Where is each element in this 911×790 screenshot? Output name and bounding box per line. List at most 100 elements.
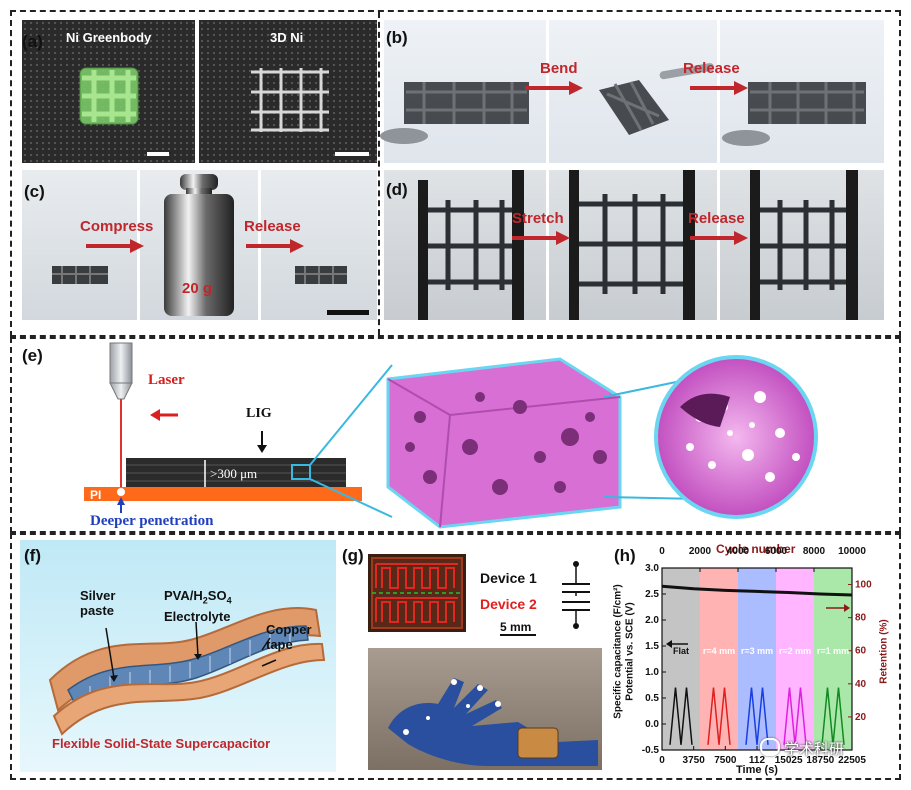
chart-segment-bg — [776, 568, 814, 750]
chart-left-tick-label: -0.5 — [642, 745, 660, 756]
chart-segment-backgrounds — [662, 568, 852, 750]
panel-f-electrolyte-part1: PVA/H — [164, 588, 203, 603]
released-lattice-icon — [295, 266, 369, 315]
chart-top-tick-label: 4000 — [727, 546, 750, 557]
panel-f-illustration — [20, 540, 336, 772]
chart-ylabel-left-1: Specific capacitance (F/cm²) — [612, 584, 624, 719]
panel-label-f: (f) — [24, 546, 41, 565]
panel-e-penetration-label: Deeper penetration — [90, 513, 214, 529]
chart-top-axis-label: Cycle number — [716, 542, 796, 556]
panel-label-a: (a) — [22, 32, 43, 51]
panel-c-photo-2 — [140, 170, 258, 320]
panel-d-release-label: Release — [688, 210, 745, 227]
panel-f-electrolyte-label: PVA/H2SO4 Electrolyte — [164, 588, 232, 624]
panel-d-photo-3 — [720, 170, 884, 320]
chart-left-tick-label: 0.5 — [645, 693, 659, 704]
chart-bottom-tick-label: 3750 — [683, 755, 706, 766]
panel-b-arrow-2 — [690, 81, 748, 95]
chart-top-tick-label: 10000 — [838, 546, 866, 557]
chart-ylabel-left-2: Potential vs. SCE (V) — [624, 602, 636, 701]
bend-lattice-icon-1 — [380, 82, 529, 144]
weight-icon — [164, 174, 234, 316]
chart-charge-discharge-curves — [669, 687, 845, 745]
panel-e-lig-label: LIG — [246, 406, 272, 421]
chart-segment-bg — [662, 568, 700, 750]
panel-c-arrow-2 — [246, 239, 304, 253]
chart-top-tick-label: 8000 — [803, 546, 826, 557]
chart-right-tick-label: 40 — [855, 679, 867, 690]
stretch-lattice-icon-3 — [750, 170, 858, 320]
panel-f-silver-label: Silver paste — [80, 588, 116, 618]
chart-bottom-tick-label: 0 — [659, 755, 665, 766]
panel-e-pi-label: PI — [90, 488, 102, 502]
panel-f-electrolyte-sub2: 4 — [226, 595, 232, 606]
supercapacitor-icon — [48, 607, 326, 736]
panel-d-stretch-label: Stretch — [512, 210, 564, 227]
green-lattice-icon — [79, 67, 169, 156]
chart-bottom-tick-label: 18750 — [806, 755, 834, 766]
panel-a-left-title: Ni Greenbody — [66, 30, 152, 45]
interdigitated-electrode-icon — [371, 557, 463, 629]
panel-label-c: (c) — [24, 182, 45, 201]
chart-cd-curve — [745, 687, 769, 745]
chart-left-tick-label: 2.5 — [645, 589, 659, 600]
frame-middle — [10, 337, 901, 533]
capacitor-symbol-icon — [562, 561, 590, 629]
chart-ylabel-right: Retention (%) — [878, 619, 890, 684]
chart-retention-series — [661, 584, 853, 597]
chart-segment-bg — [814, 568, 852, 750]
panel-label-g: (g) — [342, 546, 364, 565]
panel-c-weight-label: 20 g — [182, 280, 213, 297]
chart-top-tick-label: 2000 — [689, 546, 712, 557]
chart-cd-curve — [821, 687, 845, 745]
panel-g-device2-label: Device 2 — [480, 596, 537, 612]
panel-b-bend-label: Bend — [540, 60, 578, 77]
chart-right-tick-label: 100 — [855, 580, 872, 591]
chart-right-tick-label: 60 — [855, 646, 867, 657]
chart-bottom-tick-label: 15025 — [775, 755, 803, 766]
frame-bottom — [10, 533, 901, 780]
panel-c-release-label: Release — [244, 218, 301, 235]
chart-segment-label: r=2 mm — [779, 646, 811, 656]
panel-f-electrolyte-sub1: 2 — [202, 595, 208, 606]
stretch-lattice-icon-2 — [569, 170, 695, 320]
chart-top-tick-label: 6000 — [765, 546, 788, 557]
watermark-icon — [760, 738, 780, 756]
nickel-lattice-icon — [251, 68, 369, 156]
chart-left-tick-label: 0.0 — [645, 719, 659, 730]
watermark: 学术科研 — [760, 738, 844, 759]
chart-left-tick-label: 1.5 — [645, 641, 659, 652]
panel-g-device-photo — [368, 554, 466, 632]
panel-a-right-title: 3D Ni — [270, 30, 304, 45]
panel-d-arrow-2 — [690, 231, 748, 245]
panel-g-scale-label: 5 mm — [500, 620, 532, 634]
release-lattice-icon — [722, 82, 866, 146]
bend-lattice-icon-2 — [599, 63, 714, 135]
panel-d-arrow-1 — [512, 231, 570, 245]
panel-label-b: (b) — [386, 28, 408, 47]
chart-segment-bg — [738, 568, 776, 750]
chart-segment-label: r=1 mm — [817, 646, 849, 656]
stretch-lattice-icon-1 — [418, 170, 524, 320]
chart-left-tick-label: 2.0 — [645, 615, 659, 626]
panel-label-h: (h) — [614, 546, 636, 565]
panel-label-d: (d) — [386, 180, 408, 199]
compress-lattice-icon — [52, 266, 108, 284]
chart-segment-label: r=4 mm — [703, 646, 735, 656]
panel-b-photo-1 — [380, 20, 546, 163]
panel-f-copper-label: Copper tape — [266, 622, 312, 652]
panel-b-arrow-1 — [525, 81, 583, 95]
panel-e-illustration — [84, 342, 818, 529]
panel-d-photo-1 — [384, 170, 546, 320]
chart-left-tick-label: 3.0 — [645, 563, 659, 574]
glove-icon — [388, 678, 598, 766]
panel-e-thickness-label: >300 μm — [210, 466, 258, 481]
panel-b-photo-2 — [549, 20, 717, 163]
panel-e-laser-label: Laser — [148, 372, 185, 388]
panel-b-photo-3 — [720, 20, 884, 163]
chart-series-line — [661, 584, 853, 597]
